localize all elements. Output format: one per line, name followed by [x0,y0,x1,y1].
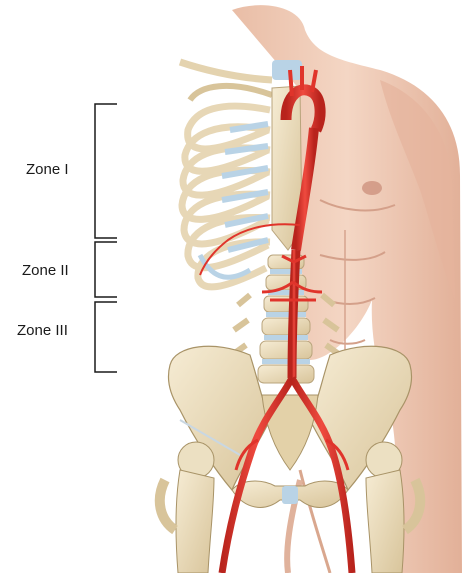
zone-1-label: Zone I [26,161,69,178]
zone-3-bracket [95,302,117,372]
zone-2-bracket [95,242,117,297]
zone-1-bracket [95,104,117,238]
zone-2-label: Zone II [22,262,69,279]
zone-3-label: Zone III [17,322,68,339]
rib-cage [180,62,272,287]
